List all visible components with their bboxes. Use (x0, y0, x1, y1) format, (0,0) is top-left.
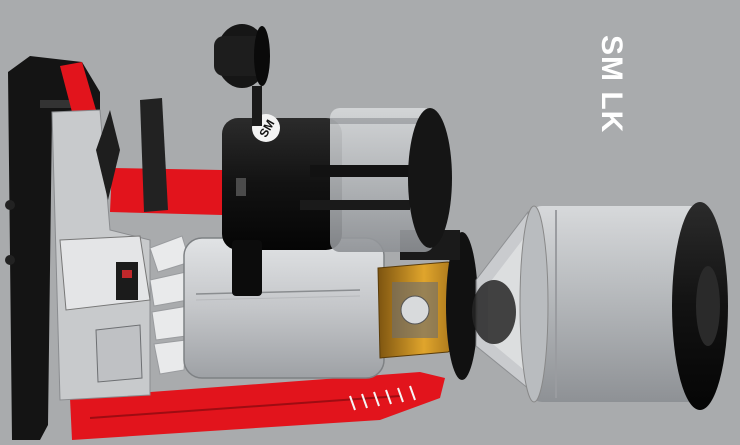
inner-mechanism (51, 98, 168, 401)
handle-frame (5, 56, 100, 440)
motor-housing (183, 237, 385, 379)
drive-ring (446, 232, 478, 380)
red-upper-arm (60, 62, 96, 112)
upper-canister (300, 108, 452, 252)
red-base-plate (70, 372, 445, 440)
model-label: SM LK (595, 34, 628, 134)
cooling-fan (149, 235, 191, 375)
top-knob (214, 24, 270, 126)
right-cylinder-tank (519, 202, 728, 410)
